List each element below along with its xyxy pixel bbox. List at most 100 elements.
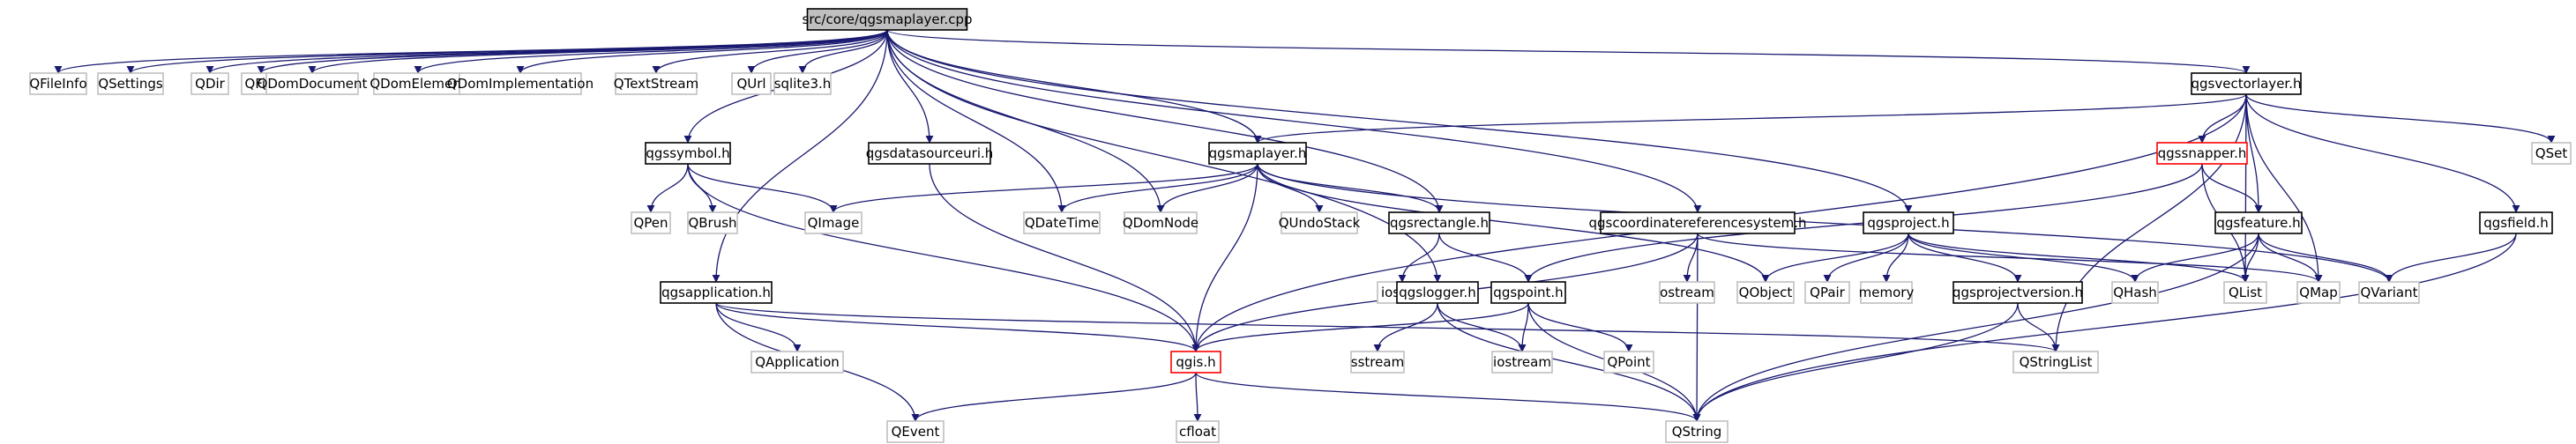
- edge: [886, 29, 1444, 213]
- node-label: qgsdatasourceuri.h: [866, 145, 994, 161]
- edge: [2385, 233, 2517, 283]
- node-qobject[interactable]: QObject: [1736, 281, 1795, 304]
- node-datasourceuri[interactable]: qgsdatasourceuri.h: [866, 142, 994, 165]
- node-qpen[interactable]: QPen: [631, 211, 671, 234]
- node-qvariant[interactable]: QVariant: [2358, 281, 2420, 304]
- node-qdomelement[interactable]: QDomElement: [370, 72, 467, 95]
- node-qdomdocument[interactable]: QDomDocument: [258, 72, 368, 95]
- edge: [1908, 233, 2250, 283]
- edge-datasourceuri-to-qgis: [929, 163, 1200, 352]
- node-qimage[interactable]: QImage: [804, 211, 862, 234]
- node-box: [2012, 351, 2099, 374]
- edge: [715, 302, 2060, 352]
- node-box: [265, 72, 359, 95]
- edge: [54, 29, 888, 74]
- node-qtextstream[interactable]: QTextStream: [614, 72, 698, 95]
- node-box: [631, 211, 671, 234]
- node-box: [2111, 281, 2159, 304]
- node-box: [2191, 72, 2302, 95]
- edge-logger-to-sstream: [1373, 302, 1438, 352]
- node-label: qgssymbol.h: [646, 145, 729, 161]
- edge: [1683, 233, 1699, 283]
- node-field[interactable]: qgsfield.h: [2479, 211, 2553, 234]
- node-cfloat[interactable]: cfloat: [1176, 420, 1220, 443]
- node-label: QHash: [2113, 285, 2157, 300]
- node-qgis[interactable]: qgis.h: [1170, 351, 1221, 374]
- node-qevent[interactable]: QEvent: [886, 420, 945, 443]
- edge-project-to-memory: [1882, 233, 1909, 283]
- node-application[interactable]: qgsapplication.h: [660, 281, 773, 304]
- node-qmap[interactable]: QMap: [2296, 281, 2341, 304]
- node-box: [687, 211, 738, 234]
- node-point[interactable]: qgspoint.h: [1490, 281, 1566, 304]
- node-box: [645, 142, 731, 165]
- node-feature[interactable]: qgsfeature.h: [2214, 211, 2303, 234]
- edge: [1823, 233, 1909, 283]
- node-crs[interactable]: qgscoordinatereferencesystem.h: [1589, 211, 1807, 234]
- node-qdir[interactable]: QDir: [190, 72, 229, 95]
- node-qdomnode[interactable]: QDomNode: [1123, 211, 1198, 234]
- node-maplayer[interactable]: qgsmaplayer.h: [1208, 142, 1307, 165]
- node-label: ostream: [1660, 285, 1714, 300]
- node-qset[interactable]: QSet: [2531, 142, 2572, 165]
- node-qlist[interactable]: QList: [2223, 281, 2267, 304]
- node-qpair[interactable]: QPair: [1804, 281, 1850, 304]
- edge-point-to-qpoint: [1527, 302, 1633, 352]
- node-qfileinfo[interactable]: QFileInfo: [29, 72, 87, 95]
- edge: [516, 29, 888, 74]
- node-qdomimpl[interactable]: QDomImplementation: [447, 72, 594, 95]
- edge-project-to-qobject: [1761, 233, 1909, 283]
- node-label: QVariant: [2360, 285, 2417, 300]
- edge-feature-to-qlist: [2241, 233, 2259, 283]
- edge: [1191, 302, 1529, 352]
- node-iostream[interactable]: iostream: [1491, 351, 1553, 374]
- edge-project-to-projectversion: [1908, 233, 2022, 283]
- edge-qgis-to-qstring: [1195, 372, 1701, 422]
- node-projectversion[interactable]: qgsprojectversion.h: [1953, 281, 2083, 304]
- node-qstring[interactable]: QString: [1665, 420, 1729, 443]
- edge: [1193, 372, 1202, 422]
- edge-vectorlayer-to-feature: [2245, 93, 2263, 213]
- node-ostream[interactable]: ostream: [1659, 281, 1715, 304]
- node-box: [1124, 211, 1198, 234]
- edge: [1373, 302, 1438, 352]
- node-box: [1603, 351, 1654, 374]
- node-logger[interactable]: qgslogger.h: [1396, 281, 1479, 304]
- node-qstringlist[interactable]: QStringList: [2012, 351, 2099, 374]
- node-qdatetime[interactable]: QDateTime: [1023, 211, 1101, 234]
- node-label: qgis.h: [1176, 354, 1215, 370]
- edge: [1692, 302, 2019, 422]
- edge: [2245, 93, 2263, 213]
- node-qurl[interactable]: QUrl: [731, 72, 772, 95]
- node-box: [806, 8, 968, 31]
- node-box: [1659, 281, 1715, 304]
- node-vectorlayer[interactable]: qgsvectorlayer.h: [2191, 72, 2302, 95]
- node-label: QDomElement: [370, 76, 466, 92]
- node-sstream[interactable]: sstream: [1350, 351, 1405, 374]
- node-root[interactable]: src/core/qgsmaplayer.cpp: [803, 8, 973, 31]
- node-qbrush[interactable]: QBrush: [687, 211, 738, 234]
- node-symbol[interactable]: qgssymbol.h: [645, 142, 731, 165]
- edge-maplayer-to-qvariant: [1257, 163, 2393, 283]
- node-box: [1023, 211, 1101, 234]
- edge-maplayer-to-qdatetime: [1057, 163, 1258, 213]
- edge: [1882, 233, 1909, 283]
- node-project[interactable]: qgsproject.h: [1863, 211, 1954, 234]
- node-box: [615, 72, 698, 95]
- edge: [886, 29, 1913, 213]
- node-qhash[interactable]: QHash: [2111, 281, 2159, 304]
- node-memory[interactable]: memory: [1859, 281, 1915, 304]
- node-qsettings[interactable]: QSettings: [97, 72, 164, 95]
- node-qpoint[interactable]: QPoint: [1603, 351, 1654, 374]
- node-sqlite3[interactable]: sqlite3.h: [773, 72, 832, 95]
- edge-maplayer-to-qimage: [829, 163, 1258, 213]
- node-rectangle[interactable]: qgsrectangle.h: [1388, 211, 1490, 234]
- node-snapper[interactable]: qgssnapper.h: [2156, 142, 2248, 165]
- edge-projectversion-to-qstring: [1692, 302, 2019, 422]
- node-qundostack[interactable]: QUndoStack: [1279, 211, 1361, 234]
- node-qapplication[interactable]: QApplication: [750, 351, 844, 374]
- edge-qgis-to-cfloat: [1193, 372, 1202, 422]
- edge-feature-to-qstring: [1692, 233, 2259, 422]
- node-label: qgsvectorlayer.h: [2191, 76, 2302, 92]
